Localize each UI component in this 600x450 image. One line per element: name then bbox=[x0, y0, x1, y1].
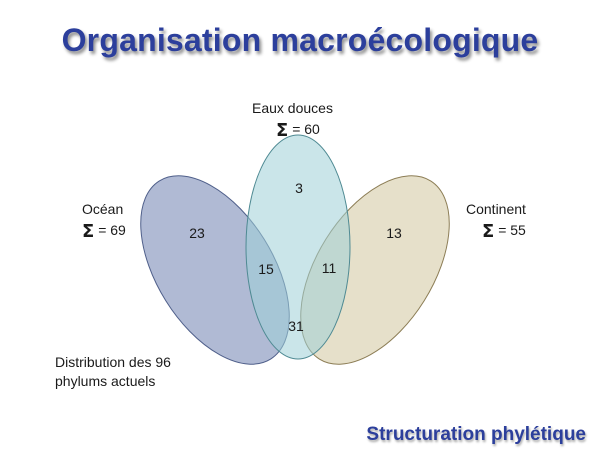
region-ocean-eaux: 15 bbox=[258, 261, 274, 277]
sigma-symbol: Σ bbox=[482, 221, 495, 242]
ocean-sum-value: = 69 bbox=[98, 222, 126, 238]
eaux-douces-petal bbox=[245, 134, 351, 360]
note-line-1: Distribution des 96 bbox=[55, 354, 171, 370]
continent-sum: Σ = 55 bbox=[482, 221, 526, 242]
region-eaux-only: 3 bbox=[295, 180, 303, 196]
region-eaux-continent: 11 bbox=[321, 260, 337, 276]
footer-title: Structuration phylétique bbox=[366, 424, 586, 445]
sigma-symbol: Σ bbox=[276, 120, 289, 141]
eaux-douces-sum: Σ = 60 bbox=[276, 120, 320, 141]
page-title: Organisation macroécologique bbox=[61, 22, 539, 58]
eaux-douces-label: Eaux douces bbox=[252, 100, 333, 116]
note-line-2: phylums actuels bbox=[55, 373, 156, 389]
continent-label: Continent bbox=[466, 201, 526, 217]
distribution-note: Distribution des 96 phylums actuels bbox=[55, 353, 171, 391]
region-continent-only: 13 bbox=[386, 225, 402, 241]
ocean-label: Océan bbox=[82, 201, 124, 217]
ocean-sum: Σ = 69 bbox=[82, 221, 126, 242]
region-ocean-only: 23 bbox=[189, 225, 205, 241]
eaux-douces-sum-value: = 60 bbox=[292, 121, 320, 137]
sigma-symbol: Σ bbox=[82, 221, 95, 242]
continent-sum-value: = 55 bbox=[498, 222, 526, 238]
region-all-three: 31 bbox=[288, 318, 304, 334]
